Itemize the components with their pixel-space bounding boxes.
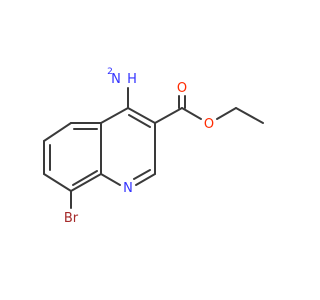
atom-label-o-carbonyl: O bbox=[177, 81, 187, 96]
atom-label-o-ester: O bbox=[204, 117, 214, 132]
bond-c7-c8 bbox=[43, 173, 72, 192]
bond-c4-c3-inner bbox=[128, 114, 151, 128]
bond-c5-c6 bbox=[43, 122, 72, 142]
bond-c2-n1 bbox=[135, 173, 156, 186]
bond-c4-c3 bbox=[127, 107, 156, 124]
atom-label-h-amino: H bbox=[127, 72, 137, 87]
bond-carbonyl-ester-o bbox=[181, 107, 202, 120]
molecule-structure-diagram: N H 2 N O O Br bbox=[43, 67, 264, 226]
atom-label-n-ring: N bbox=[123, 181, 133, 196]
bond-layer bbox=[43, 87, 264, 209]
bond-c8-c8a-inner bbox=[72, 170, 98, 186]
atom-label-layer: N H 2 N O O Br bbox=[64, 67, 214, 226]
atom-label-br: Br bbox=[64, 211, 79, 226]
atom-label-h-count: 2 bbox=[107, 67, 113, 77]
bond-n1-c8a bbox=[100, 173, 121, 186]
bond-c4a-c4 bbox=[100, 107, 129, 124]
bond-ester-o-ch2 bbox=[216, 107, 237, 120]
bond-c3-carbonyl bbox=[154, 107, 183, 124]
atom-label-n-amino: N bbox=[111, 72, 121, 87]
bond-c8-c8a bbox=[70, 173, 102, 192]
bond-ch2-ch3 bbox=[235, 107, 264, 124]
bond-c2-n1-inner bbox=[133, 169, 151, 180]
